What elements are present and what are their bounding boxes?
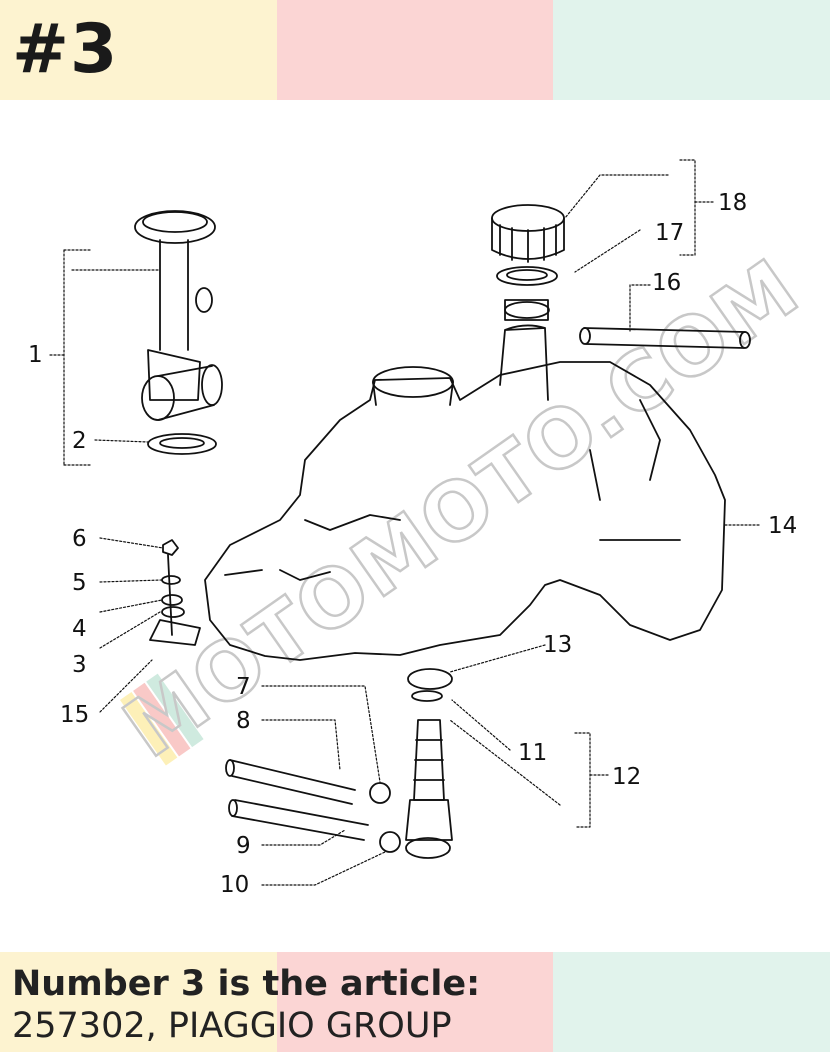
callout-5: 5 — [72, 570, 87, 596]
callout-2: 2 — [72, 428, 87, 454]
callout-14: 14 — [768, 513, 797, 539]
band-stripe-mint-bottom — [553, 952, 830, 1052]
part-16-vent-hose — [579, 327, 751, 349]
callout-labels: 1 2 6 5 4 3 15 7 8 9 10 13 11 12 14 16 1… — [28, 190, 797, 898]
watermark-stripes — [120, 673, 204, 766]
parts-3-6-15-fasteners — [149, 539, 201, 646]
bottom-color-band — [0, 952, 830, 1052]
parts-7-10-hoses-clamps — [225, 759, 401, 853]
callout-3: 3 — [72, 652, 87, 678]
item-number-badge: #3 — [12, 10, 119, 89]
callout-9: 9 — [236, 833, 251, 859]
band-stripe-mint — [553, 0, 830, 100]
watermark-text: MOTOMOTO.COM — [108, 241, 816, 776]
callout-8: 8 — [236, 708, 251, 734]
callout-10: 10 — [220, 872, 249, 898]
callout-18: 18 — [718, 190, 747, 216]
callout-15: 15 — [60, 702, 89, 728]
parts-11-13-fuel-tap — [405, 668, 453, 859]
callout-17: 17 — [655, 220, 684, 246]
callout-16: 16 — [652, 270, 681, 296]
callout-7: 7 — [236, 674, 251, 700]
watermark-logo: MOTOMOTO.COM — [106, 240, 817, 777]
part-2-gasket — [147, 433, 217, 455]
part-17-cap-seal — [496, 266, 558, 286]
top-color-band — [0, 0, 830, 100]
parts-exploded-diagram: MOTOMOTO.COM — [28, 159, 817, 898]
band-stripe-pink-bottom — [277, 952, 553, 1052]
callout-12: 12 — [612, 764, 641, 790]
leader-lines — [49, 159, 761, 886]
callout-6: 6 — [72, 526, 87, 552]
caption-article-number: 257302, PIAGGIO GROUP — [12, 1006, 452, 1046]
part-1-fuel-level-sender — [134, 210, 223, 421]
band-stripe-yellow — [0, 0, 277, 100]
part-14-fuel-tank — [204, 299, 726, 661]
callout-13: 13 — [543, 632, 572, 658]
band-stripe-pink — [277, 0, 553, 100]
callout-11: 11 — [518, 740, 547, 766]
caption-title: Number 3 is the article: — [12, 964, 481, 1004]
part-18-fuel-cap — [491, 204, 565, 263]
callout-1: 1 — [28, 342, 43, 368]
band-stripe-yellow-bottom — [0, 952, 277, 1052]
callout-4: 4 — [72, 616, 87, 642]
